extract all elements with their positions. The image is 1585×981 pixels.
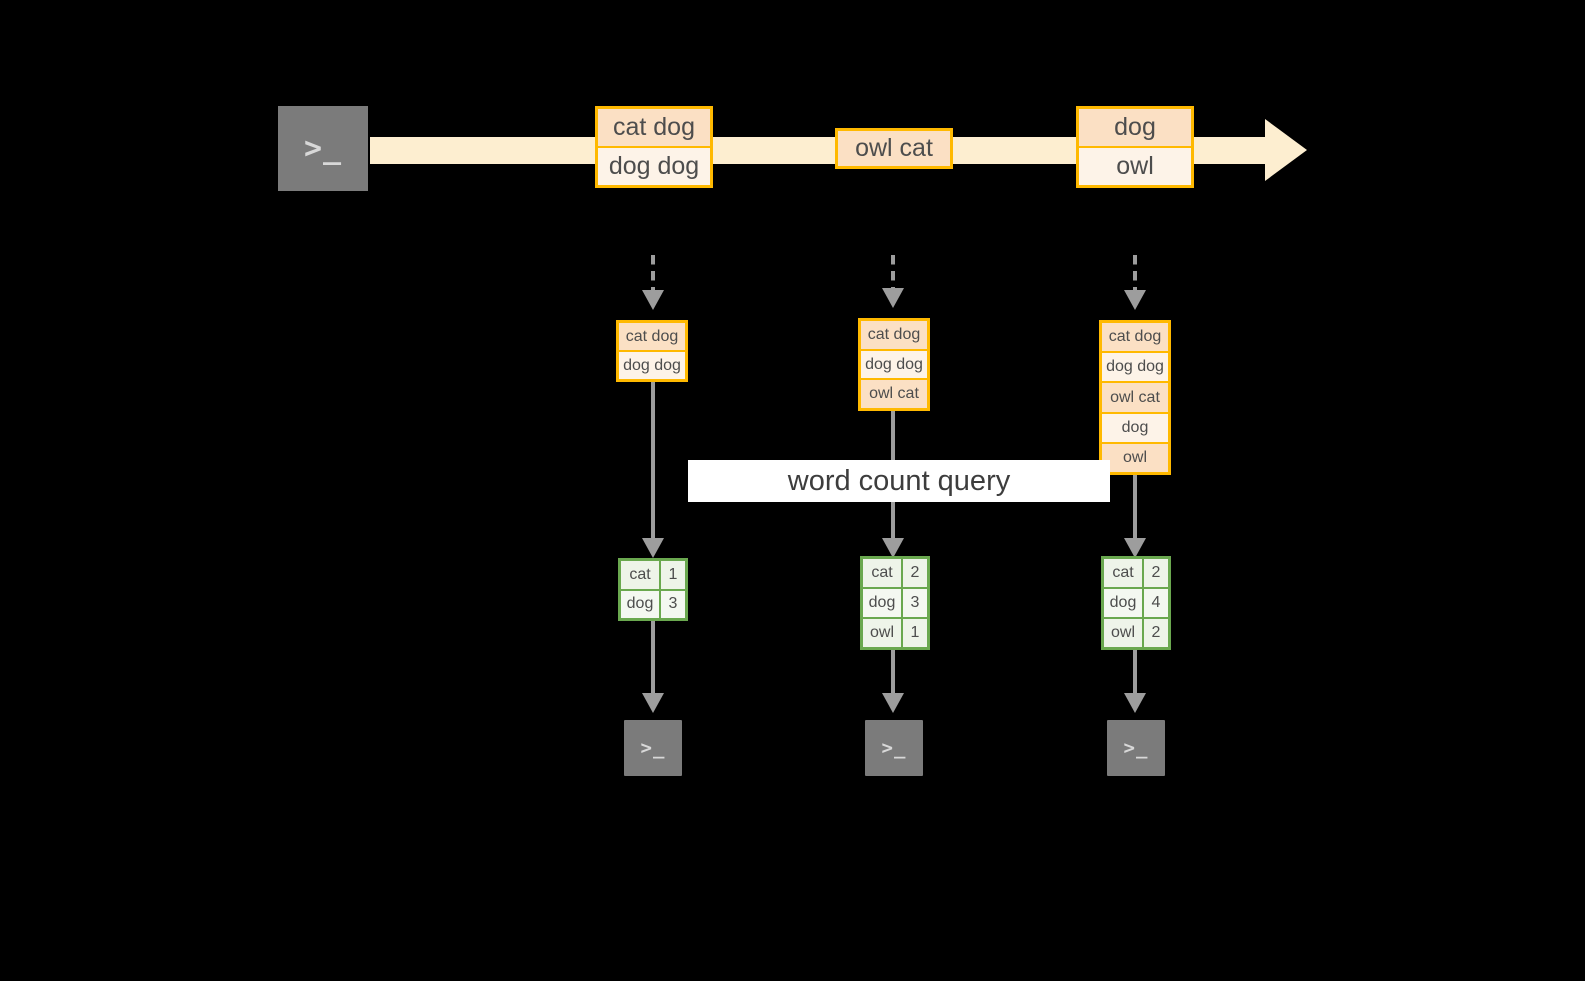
table-row: cat 2	[863, 559, 927, 589]
query-label-banner: word count query	[688, 460, 1110, 502]
table-row: dog 4	[1104, 589, 1168, 619]
sink-terminal-icon-1: >_	[617, 713, 689, 783]
table-row: owl 2	[1104, 619, 1168, 647]
output-connector-3	[1133, 650, 1137, 696]
dashed-connector-3	[1133, 255, 1137, 292]
table-row: cat 1	[621, 561, 685, 591]
stream-group-2: owl cat	[835, 128, 953, 169]
dashed-connector-2-head	[882, 288, 904, 308]
word-cell: dog	[1104, 589, 1144, 617]
dashed-connector-3-head	[1124, 290, 1146, 310]
dashed-connector-1	[651, 255, 655, 292]
count-cell: 4	[1144, 589, 1168, 617]
snapshot-row: cat dog	[619, 323, 685, 352]
snapshot-box-2: cat dog dog dog owl cat	[858, 318, 930, 411]
stream-record: owl cat	[838, 131, 950, 166]
snapshot-row: cat dog	[1102, 323, 1168, 354]
table-row: dog 3	[863, 589, 927, 619]
stream-group-1: cat dog dog dog	[595, 106, 713, 188]
terminal-prompt-glyph: >_	[1123, 737, 1149, 759]
table-row: cat 2	[1104, 559, 1168, 589]
word-cell: cat	[1104, 559, 1144, 587]
stream-record: cat dog	[598, 109, 710, 148]
table-row: dog 3	[621, 590, 685, 618]
query-connector-1-head	[642, 538, 664, 558]
terminal-prompt-glyph: >_	[303, 131, 343, 166]
word-cell: owl	[863, 619, 903, 647]
word-cell: dog	[621, 590, 661, 618]
count-cell: 2	[1144, 619, 1168, 647]
result-table-3: cat 2 dog 4 owl 2	[1101, 556, 1171, 650]
sink-terminal-icon-3: >_	[1100, 713, 1172, 783]
snapshot-box-1: cat dog dog dog	[616, 320, 688, 382]
event-stream-arrow-head	[1265, 119, 1307, 181]
stream-record: owl	[1079, 148, 1191, 185]
snapshot-box-3: cat dog dog dog owl cat dog owl	[1099, 320, 1171, 475]
terminal-prompt-glyph: >_	[640, 737, 666, 759]
query-connector-3	[1133, 475, 1137, 540]
result-table-1: cat 1 dog 3	[618, 558, 688, 621]
snapshot-row: owl	[1102, 443, 1168, 473]
snapshot-row: dog	[1102, 413, 1168, 444]
output-connector-1	[651, 621, 655, 696]
stream-record: dog	[1079, 109, 1191, 148]
word-cell: cat	[621, 561, 661, 589]
count-cell: 2	[1144, 559, 1168, 587]
stream-record: dog dog	[598, 148, 710, 185]
result-table-2: cat 2 dog 3 owl 1	[860, 556, 930, 650]
word-cell: dog	[863, 589, 903, 617]
query-connector-1	[651, 382, 655, 540]
snapshot-row: dog dog	[1102, 353, 1168, 384]
count-cell: 3	[661, 590, 685, 618]
word-cell: owl	[1104, 619, 1144, 647]
snapshot-row: dog dog	[619, 352, 685, 379]
count-cell: 3	[903, 589, 927, 617]
count-cell: 1	[661, 561, 685, 589]
query-connector-3-head	[1124, 538, 1146, 558]
sink-terminal-icon-2: >_	[858, 713, 930, 783]
snapshot-row: owl cat	[861, 380, 927, 409]
output-connector-3-head	[1124, 693, 1146, 713]
terminal-prompt-glyph: >_	[881, 737, 907, 759]
dashed-connector-2	[891, 255, 895, 290]
snapshot-row: dog dog	[861, 350, 927, 381]
snapshot-row: cat dog	[861, 321, 927, 351]
output-connector-2	[891, 650, 895, 696]
output-connector-2-head	[882, 693, 904, 713]
source-terminal-icon: >_	[268, 96, 378, 201]
query-connector-2-head	[882, 538, 904, 558]
count-cell: 1	[903, 619, 927, 647]
dashed-connector-1-head	[642, 290, 664, 310]
snapshot-row: owl cat	[1102, 383, 1168, 414]
word-cell: cat	[863, 559, 903, 587]
stream-group-3: dog owl	[1076, 106, 1194, 188]
table-row: owl 1	[863, 619, 927, 647]
count-cell: 2	[903, 559, 927, 587]
output-connector-1-head	[642, 693, 664, 713]
